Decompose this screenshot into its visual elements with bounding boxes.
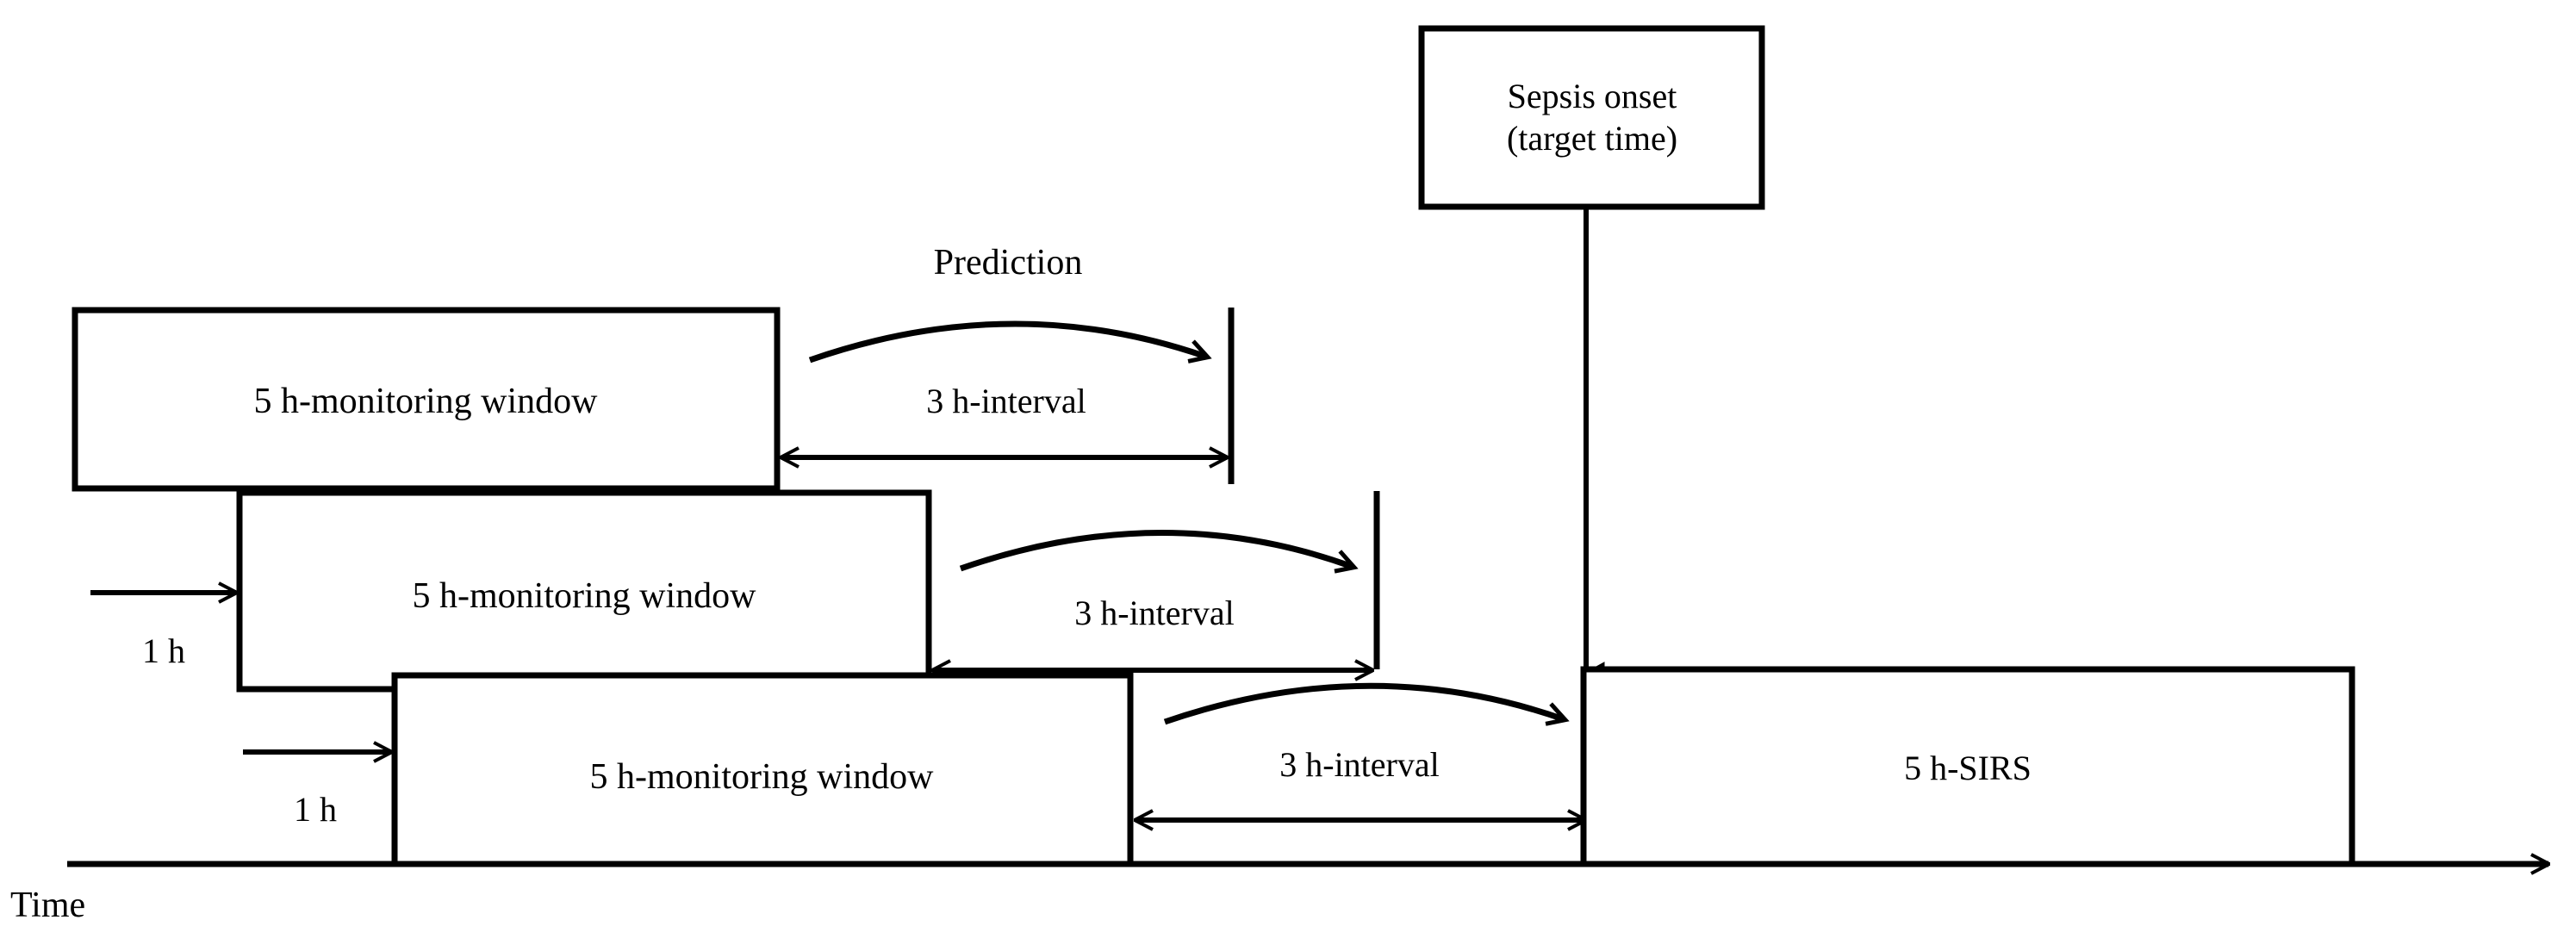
- monitoring-window-label-2: 5 h-monitoring window: [412, 576, 756, 616]
- monitoring-window-box-3: [391, 672, 1134, 867]
- sepsis-onset-group: [1418, 25, 1765, 673]
- interval-label-1: 3 h-interval: [926, 382, 1086, 420]
- sepsis-onset-box: [1418, 25, 1765, 210]
- monitoring-window-label-3: 5 h-monitoring window: [589, 757, 934, 797]
- row-1-group: [72, 307, 1235, 492]
- sirs-box: [1580, 666, 2355, 867]
- monitoring-window-label-1: 5 h-monitoring window: [253, 382, 598, 421]
- monitoring-window-box-2: [236, 489, 932, 693]
- row-3-group: [243, 672, 1585, 867]
- time-axis-label: Time: [10, 886, 86, 925]
- sirs-label: 5 h-SIRS: [1904, 749, 2032, 787]
- shift-label-2: 1 h: [142, 631, 185, 670]
- shift-label-3: 1 h: [294, 790, 337, 829]
- interval-label-3: 3 h-interval: [1279, 745, 1440, 784]
- sepsis-onset-line-2: (target time): [1506, 119, 1678, 158]
- sepsis-onset-text-block: Sepsis onset (target time): [1507, 76, 1677, 160]
- prediction-arc-arrow-1: [808, 320, 1212, 364]
- prediction-label: Prediction: [933, 243, 1083, 283]
- prediction-arc-arrow-2: [959, 530, 1359, 574]
- prediction-arc-arrow-3: [1163, 682, 1570, 726]
- sepsis-onset-line-1: Sepsis onset: [1507, 77, 1677, 116]
- row-2-group: [90, 489, 1380, 693]
- interval-label-2: 3 h-interval: [1074, 594, 1235, 632]
- monitoring-window-box-1: [72, 307, 781, 492]
